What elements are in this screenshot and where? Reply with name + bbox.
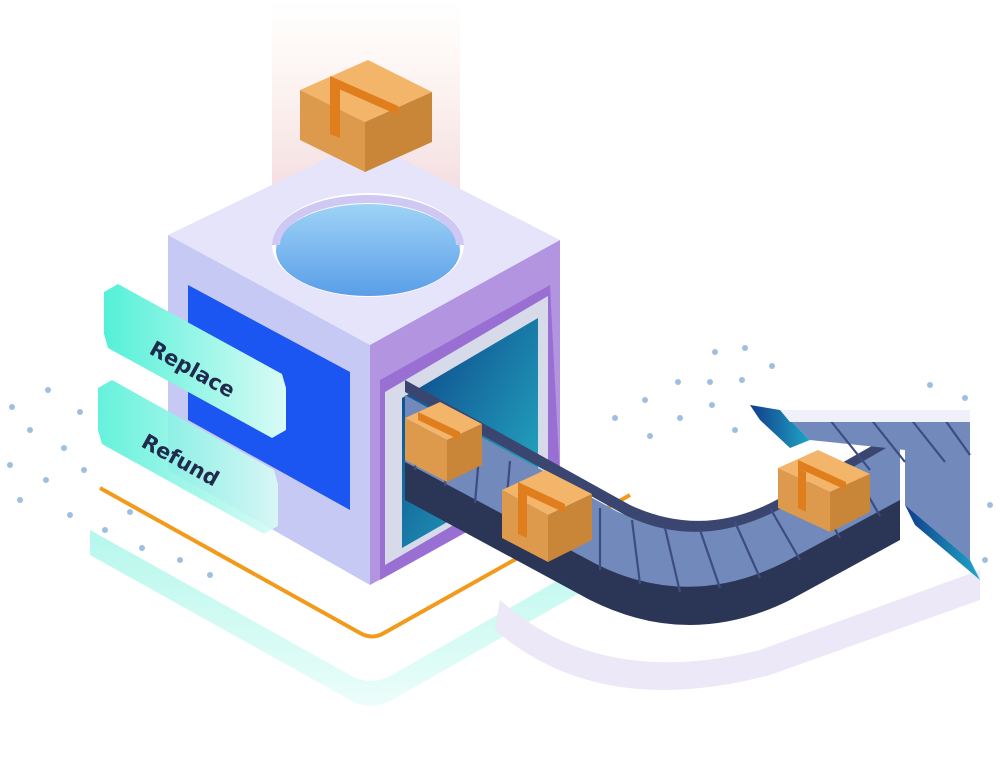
package-icon [778, 450, 870, 532]
package-icon [405, 402, 482, 482]
package-icon [502, 470, 592, 562]
package-icon [300, 60, 432, 172]
return-arrow-icon [750, 405, 980, 580]
platform [90, 486, 980, 706]
dot-pattern [7, 345, 993, 578]
